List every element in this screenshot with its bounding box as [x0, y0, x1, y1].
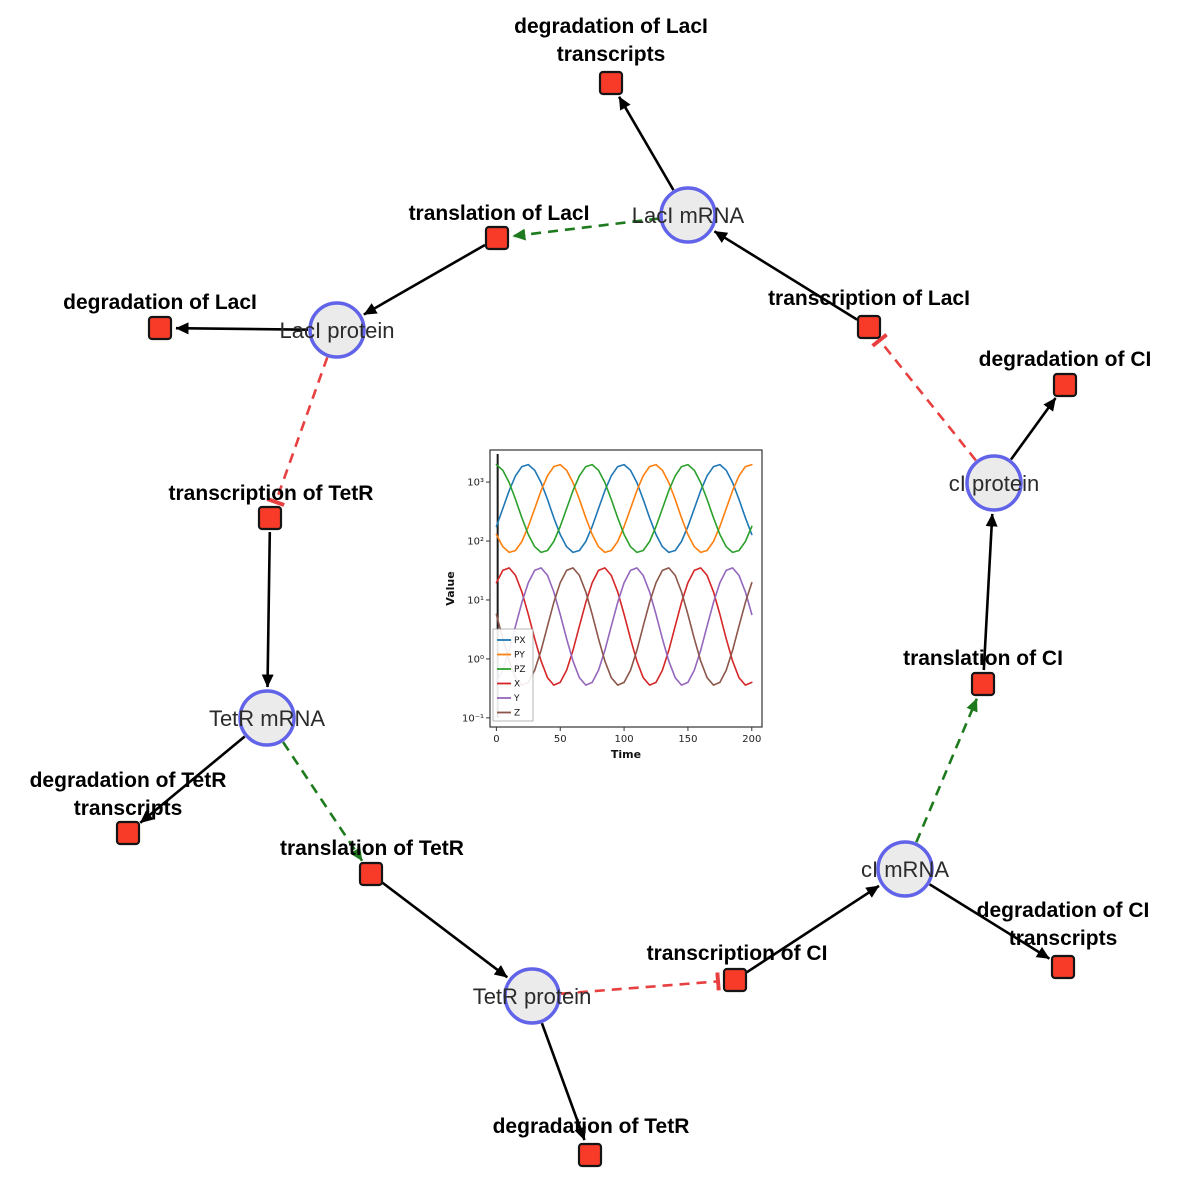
series-line-PZ: [495, 463, 753, 554]
species-label-ci-protein: cI protein: [949, 471, 1040, 496]
species-label-tetr-mrna: TetR mRNA: [209, 706, 325, 731]
reaction-label-r-deg-laci-tx-line1: degradation of LacI: [514, 15, 708, 38]
y-tick-label: 10³: [467, 478, 484, 489]
reaction-label-r-deg-ci: degradation of CI: [979, 348, 1152, 371]
edge-production-r-txn-laci-laci-mrna: [713, 230, 858, 321]
edge-consumption-tetr-mrna-r-deg-tetr-tx: [139, 735, 246, 824]
y-tick-label: 10⁰: [467, 654, 484, 665]
species-node-ci-protein[interactable]: [965, 454, 1023, 512]
x-tick-label: 150: [678, 734, 697, 745]
reaction-label-r-deg-tetr-tx-line2: transcripts: [74, 797, 183, 820]
edge-consumption-ci-mrna-r-deg-ci-tx: [928, 883, 1051, 960]
reaction-node-r-deg-tetr[interactable]: [577, 1142, 603, 1168]
reaction-label-r-transl-ci: translation of CI: [903, 647, 1063, 670]
legend-label-X: X: [514, 680, 520, 690]
y-axis-label: Value: [444, 571, 457, 605]
edge-modifier-laci-mrna-r-transl-laci: [512, 217, 660, 241]
reaction-label-r-deg-laci-tx-line2: transcripts: [557, 43, 666, 66]
reaction-label-r-txn-laci: transcription of LacI: [768, 287, 970, 310]
reaction-label-r-deg-tetr: degradation of TetR: [493, 1115, 690, 1138]
x-tick-label: 0: [493, 734, 499, 745]
reaction-node-r-txn-tetr[interactable]: [257, 505, 283, 531]
species-label-ci-mrna: cI mRNA: [861, 857, 949, 882]
edge-production-r-transl-tetr-tetr-protein: [381, 881, 509, 979]
series-line-PY: [495, 463, 753, 554]
series-line-PX: [495, 463, 753, 554]
chart-legend: [492, 628, 534, 722]
x-tick-label: 200: [742, 734, 761, 745]
legend-label-Z: Z: [514, 709, 520, 719]
edge-production-r-txn-tetr-tetr-mrna: [261, 531, 274, 688]
reaction-label-r-deg-ci-tx-line1: degradation of CI: [977, 899, 1150, 922]
species-node-tetr-mrna[interactable]: [238, 689, 296, 747]
species-node-laci-mrna[interactable]: [659, 186, 717, 244]
reaction-label-r-txn-ci: transcription of CI: [647, 942, 828, 965]
legend-label-Y: Y: [513, 694, 520, 704]
reaction-node-r-transl-laci[interactable]: [484, 225, 510, 251]
y-tick-label: 10⁻¹: [462, 713, 484, 724]
legend-label-PX: PX: [514, 636, 526, 646]
edge-consumption-tetr-protein-r-deg-tetr: [540, 1022, 586, 1141]
x-axis-label: Time: [611, 748, 641, 761]
edge-inhibition-laci-protein-r-txn-tetr: [266, 356, 329, 507]
edge-consumption-laci-mrna-r-deg-laci-tx: [617, 96, 675, 191]
reaction-label-r-deg-ci-tx-line2: transcripts: [1009, 927, 1118, 950]
y-tick-label: 10¹: [467, 595, 484, 606]
reaction-label-r-transl-laci: translation of LacI: [409, 202, 590, 225]
species-node-ci-mrna[interactable]: [876, 840, 934, 898]
y-tick-label: 10²: [467, 537, 484, 548]
edge-production-r-txn-ci-ci-mrna: [745, 884, 880, 974]
x-tick-label: 50: [554, 734, 567, 745]
chart-plot-area: [489, 449, 763, 728]
species-label-laci-protein: LacI protein: [280, 318, 395, 343]
reaction-node-r-deg-ci[interactable]: [1052, 372, 1078, 398]
species-node-laci-protein[interactable]: [308, 301, 366, 359]
reaction-label-r-deg-tetr-tx-line1: degradation of TetR: [30, 769, 227, 792]
species-label-tetr-protein: TetR protein: [473, 984, 592, 1009]
reaction-node-r-deg-laci[interactable]: [147, 315, 173, 341]
reaction-node-r-transl-tetr[interactable]: [358, 861, 384, 887]
nodes-layer: [115, 70, 1078, 1168]
series-line-X: [495, 567, 753, 686]
edge-production-r-transl-ci-ci-protein: [982, 513, 998, 671]
reaction-node-r-deg-laci-tx[interactable]: [598, 70, 624, 96]
reaction-node-r-deg-tetr-tx[interactable]: [115, 820, 141, 846]
edge-production-r-transl-laci-laci-protein: [363, 243, 486, 316]
species-label-laci-mrna: LacI mRNA: [632, 203, 745, 228]
edge-consumption-ci-protein-r-deg-ci: [1009, 397, 1057, 461]
edge-modifier-ci-mrna-r-transl-ci: [915, 698, 978, 843]
x-tick-label: 100: [615, 734, 634, 745]
series-line-Z: [495, 567, 753, 686]
reaction-node-r-transl-ci[interactable]: [970, 671, 996, 697]
reaction-label-r-deg-laci: degradation of LacI: [63, 291, 257, 314]
edge-inhibition-tetr-protein-r-txn-ci: [560, 972, 721, 995]
edges-layer: [139, 96, 1057, 1141]
edge-inhibition-ci-protein-r-txn-laci: [871, 333, 977, 462]
reaction-label-r-txn-tetr: transcription of TetR: [169, 482, 374, 505]
legend-label-PY: PY: [514, 651, 525, 661]
reaction-node-r-deg-ci-tx[interactable]: [1050, 954, 1076, 980]
edge-modifier-tetr-mrna-r-transl-tetr: [282, 741, 364, 862]
species-node-tetr-protein[interactable]: [503, 967, 561, 1025]
reaction-node-r-txn-ci[interactable]: [722, 967, 748, 993]
edge-consumption-laci-protein-r-deg-laci: [175, 322, 309, 335]
series-line-Y: [495, 567, 753, 686]
legend-label-PZ: PZ: [514, 665, 526, 675]
reaction-label-r-transl-tetr: translation of TetR: [280, 837, 464, 860]
reaction-node-r-txn-laci[interactable]: [856, 314, 882, 340]
